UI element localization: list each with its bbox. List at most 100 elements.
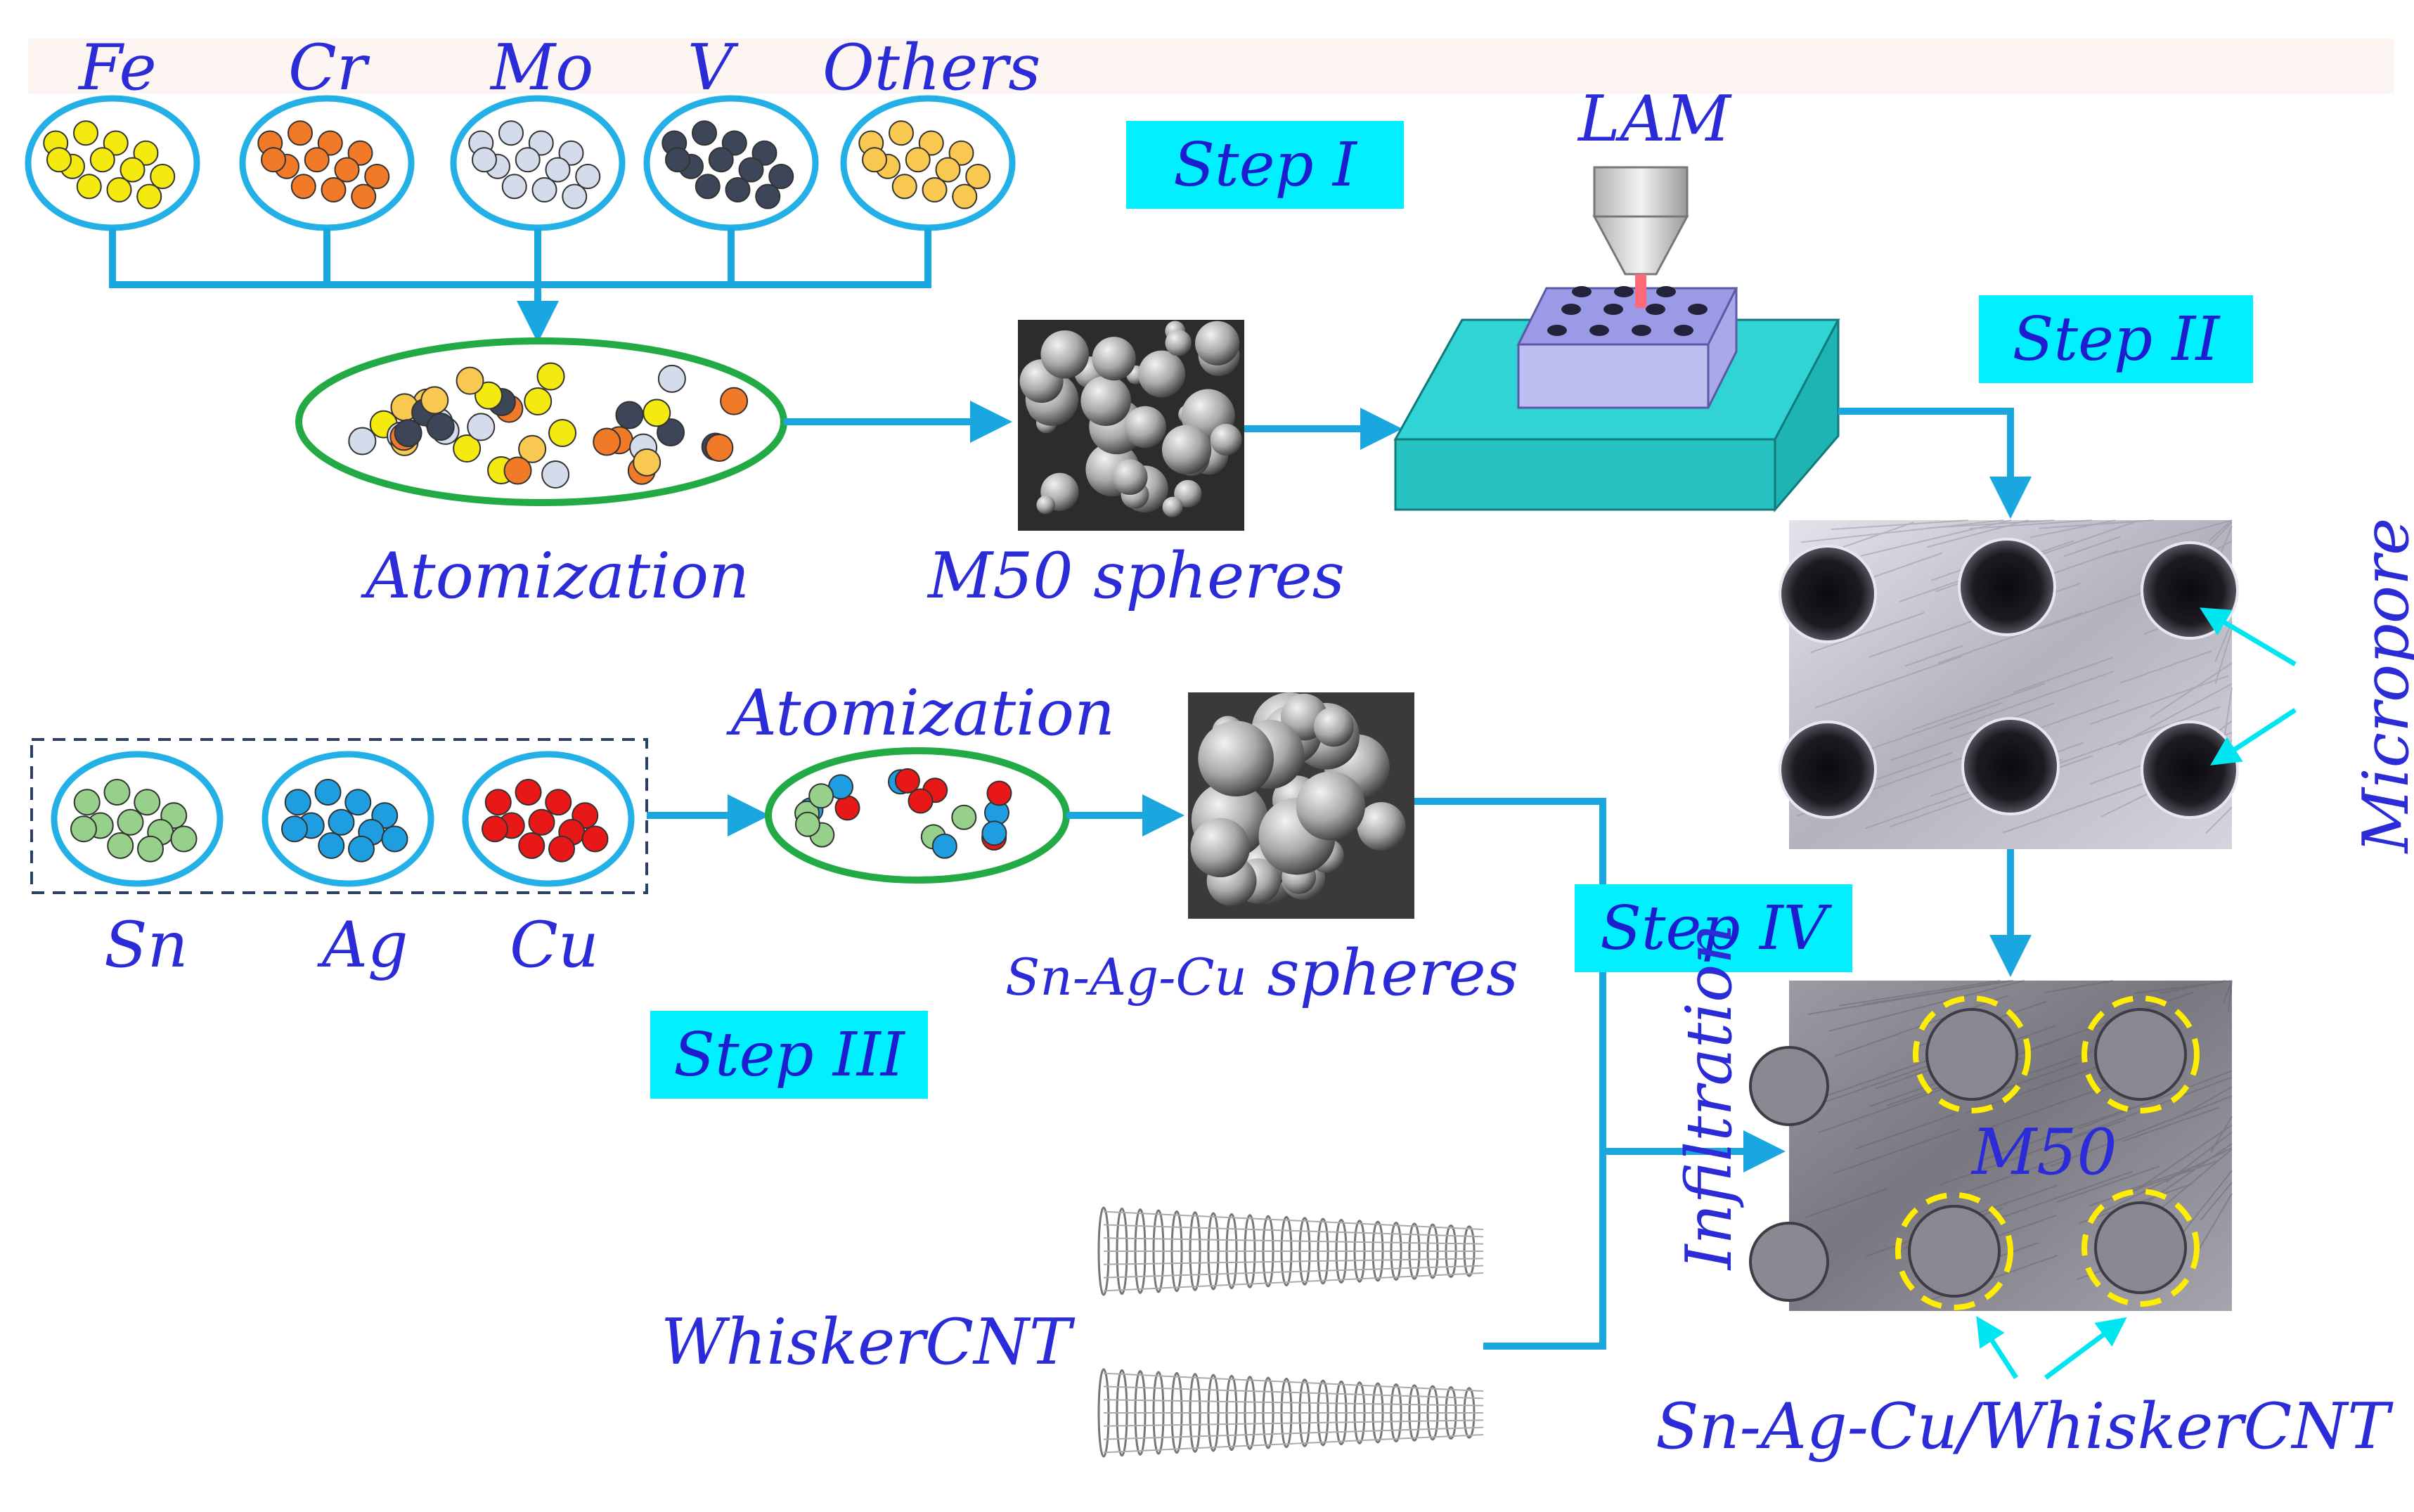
label-fe: Fe: [79, 31, 157, 105]
surface-scratch: [2181, 1170, 2233, 1235]
mixed-particle: [615, 401, 644, 429]
particle-mo: [528, 130, 554, 156]
particle-cr: [288, 120, 313, 146]
particle-mo: [558, 140, 584, 166]
surface-scratch: [2214, 629, 2233, 684]
particle-v: [725, 177, 751, 202]
particle-cu: [482, 815, 508, 843]
micropore-substrate-image: [1779, 519, 2239, 849]
mixed-particle: [643, 399, 671, 427]
surface-scratch: [2063, 536, 2122, 557]
mixed-particle: [657, 418, 685, 447]
mixed-solder-particle: [894, 768, 920, 794]
particle-sn: [134, 789, 161, 816]
cnt-line: [1103, 1258, 1484, 1265]
particle-others: [862, 147, 887, 173]
particle-v: [692, 120, 717, 146]
particle-fe: [150, 164, 176, 189]
sem-sphere: [1198, 721, 1274, 797]
step-1-badge: Step I: [1126, 121, 1404, 209]
step-2-badge: Step II: [1979, 295, 2253, 383]
micropore-hole: [1779, 721, 1877, 819]
particle-cr: [334, 157, 360, 183]
bin-cu: [462, 751, 635, 887]
mixed-particle: [536, 362, 565, 391]
particle-cr: [261, 147, 286, 173]
surface-scratch: [1890, 725, 1990, 761]
lam-hole: [1561, 304, 1581, 315]
bin-mo: [450, 95, 626, 231]
particle-mo: [515, 147, 541, 173]
label-whisker-cnt: WhiskerCNT: [661, 1305, 1071, 1379]
label-atomization-top: Atomization: [366, 539, 750, 613]
mixed-solder-particle: [931, 833, 957, 859]
sem-sphere: [1036, 496, 1055, 515]
bin-v: [643, 95, 819, 231]
label-mo: Mo: [491, 31, 594, 105]
arrow-to-micropore: [1838, 408, 2032, 519]
sem-sphere: [1296, 771, 1365, 841]
particle-mo: [545, 157, 571, 183]
mixed-solder-particle: [981, 820, 1007, 846]
mixed-particle: [720, 387, 749, 415]
particle-v: [738, 157, 764, 183]
mixed-particle: [503, 456, 532, 485]
surface-scratch: [2160, 980, 2226, 994]
surface-scratch: [1969, 519, 2092, 530]
lam-hole: [1674, 325, 1693, 336]
laser-beam: [1635, 274, 1646, 308]
label-v: V: [688, 31, 733, 105]
particle-cr: [304, 147, 330, 173]
surface-scratch: [2227, 980, 2233, 1012]
cnt-line: [1103, 1265, 1484, 1279]
mixed-particle: [518, 434, 547, 463]
surface-scratch: [1809, 612, 1925, 654]
label-sac-whisker: Sn-Ag-Cu/WhiskerCNT: [1655, 1390, 2390, 1463]
surface-scratch: [1854, 1113, 1956, 1150]
particle-cr: [317, 130, 343, 156]
label-lam: LAM: [1578, 82, 1731, 156]
lam-hole: [1614, 286, 1634, 297]
surface-scratch: [2091, 1147, 2233, 1219]
surface-scratch: [2055, 1165, 2160, 1203]
particle-cu: [484, 789, 512, 816]
mixed-particle: [541, 460, 570, 489]
filled-pore: [1908, 1205, 2001, 1298]
label-sac-spheres: Sn-Ag-Cu spheres: [1005, 942, 1518, 1005]
particle-others: [891, 174, 917, 200]
particle-ag: [381, 825, 408, 853]
surface-scratch: [1912, 683, 2046, 731]
particle-cu: [548, 835, 575, 862]
particle-mo: [531, 177, 557, 202]
surface-scratch: [2150, 662, 2233, 718]
surface-scratch: [2051, 1095, 2233, 1167]
surface-scratch: [2122, 1106, 2219, 1142]
top-band: [28, 39, 2394, 93]
particle-fe: [73, 120, 98, 146]
surface-scratch: [2039, 519, 2155, 529]
surface-scratch: [1828, 980, 2025, 1033]
particle-sn: [70, 815, 97, 843]
lam-hole: [1656, 286, 1676, 297]
filled-pore: [1925, 1008, 2018, 1101]
surface-scratch: [2117, 683, 2233, 746]
sem-sphere: [1210, 424, 1242, 455]
sem-sphere: [1190, 818, 1250, 877]
label-others: Others: [822, 31, 1041, 105]
mixed-particle: [705, 433, 734, 462]
sem-sphere: [1124, 406, 1166, 448]
particle-others: [952, 183, 978, 209]
particle-mo: [472, 147, 497, 173]
cnt-line: [1103, 1419, 1484, 1427]
mixed-particle: [633, 448, 661, 477]
surface-scratch: [2205, 806, 2233, 834]
whisker-cnt-illustration: [1097, 1206, 1484, 1458]
particle-v: [708, 147, 734, 173]
particle-others: [918, 130, 944, 156]
particle-v: [768, 164, 794, 189]
surface-scratch: [2090, 675, 2229, 725]
mixed-particle: [394, 419, 422, 448]
particle-cr: [290, 174, 316, 200]
particle-sn: [107, 832, 134, 859]
